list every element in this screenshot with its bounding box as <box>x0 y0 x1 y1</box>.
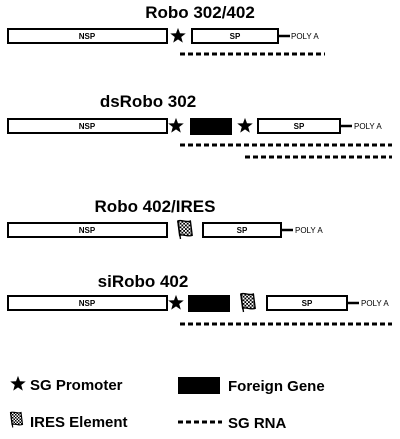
nsp-box <box>7 118 168 134</box>
poly-a-label: POLY A <box>354 122 382 131</box>
construct-robo-302-402: Robo 302/402 NSP SP POLY A <box>7 3 325 56</box>
foreign-gene-block <box>188 295 230 312</box>
star-icon <box>10 375 26 391</box>
poly-a-label: POLY A <box>361 299 389 308</box>
sp-label: SP <box>294 122 305 131</box>
sg-promoter-star-icon <box>170 27 186 43</box>
poly-a-label: POLY A <box>295 226 323 235</box>
sp-label: SP <box>237 226 248 235</box>
construct-title: Robo 402/IRES <box>95 197 216 216</box>
legend: SG Promoter Foreign Gene IRES Element SG… <box>9 375 325 432</box>
nsp-box <box>7 28 168 44</box>
nsp-label: NSP <box>79 226 96 235</box>
legend-ires-element: IRES Element <box>9 411 128 431</box>
construct-robo-402-ires: Robo 402/IRES NSP SP POLY A <box>7 197 323 240</box>
legend-sg-rna-label: SG RNA <box>228 415 287 432</box>
sg-promoter-star-icon <box>168 294 184 310</box>
construct-title: dsRobo 302 <box>100 92 196 111</box>
legend-foreign-gene-label: Foreign Gene <box>228 378 325 395</box>
construct-sirobo-402: siRobo 402 NSP SP POLY A <box>7 272 392 326</box>
ires-flag-icon <box>177 219 193 240</box>
sg-promoter-star-icon <box>237 117 253 133</box>
nsp-box <box>7 295 168 311</box>
nsp-label: NSP <box>79 32 96 41</box>
nsp-box <box>7 222 168 238</box>
sg-promoter-star-icon <box>168 117 184 133</box>
ires-flag-icon <box>240 292 256 313</box>
sp-label: SP <box>230 32 241 41</box>
checkered-flag-icon <box>9 411 24 429</box>
construct-title: siRobo 402 <box>98 272 189 291</box>
poly-a-label: POLY A <box>291 32 319 41</box>
construct-dsrobo-302: dsRobo 302 NSP SP POLY A <box>7 92 392 159</box>
legend-ires-element-label: IRES Element <box>30 414 128 431</box>
legend-sg-promoter: SG Promoter <box>10 375 123 394</box>
nsp-label: NSP <box>79 122 96 131</box>
construct-title: Robo 302/402 <box>145 3 255 22</box>
foreign-gene-swatch <box>178 377 220 394</box>
foreign-gene-block <box>190 118 232 135</box>
legend-sg-promoter-label: SG Promoter <box>30 377 123 394</box>
nsp-label: NSP <box>79 299 96 308</box>
legend-foreign-gene: Foreign Gene <box>178 377 325 395</box>
legend-sg-rna: SG RNA <box>178 415 287 432</box>
sp-label: SP <box>302 299 313 308</box>
